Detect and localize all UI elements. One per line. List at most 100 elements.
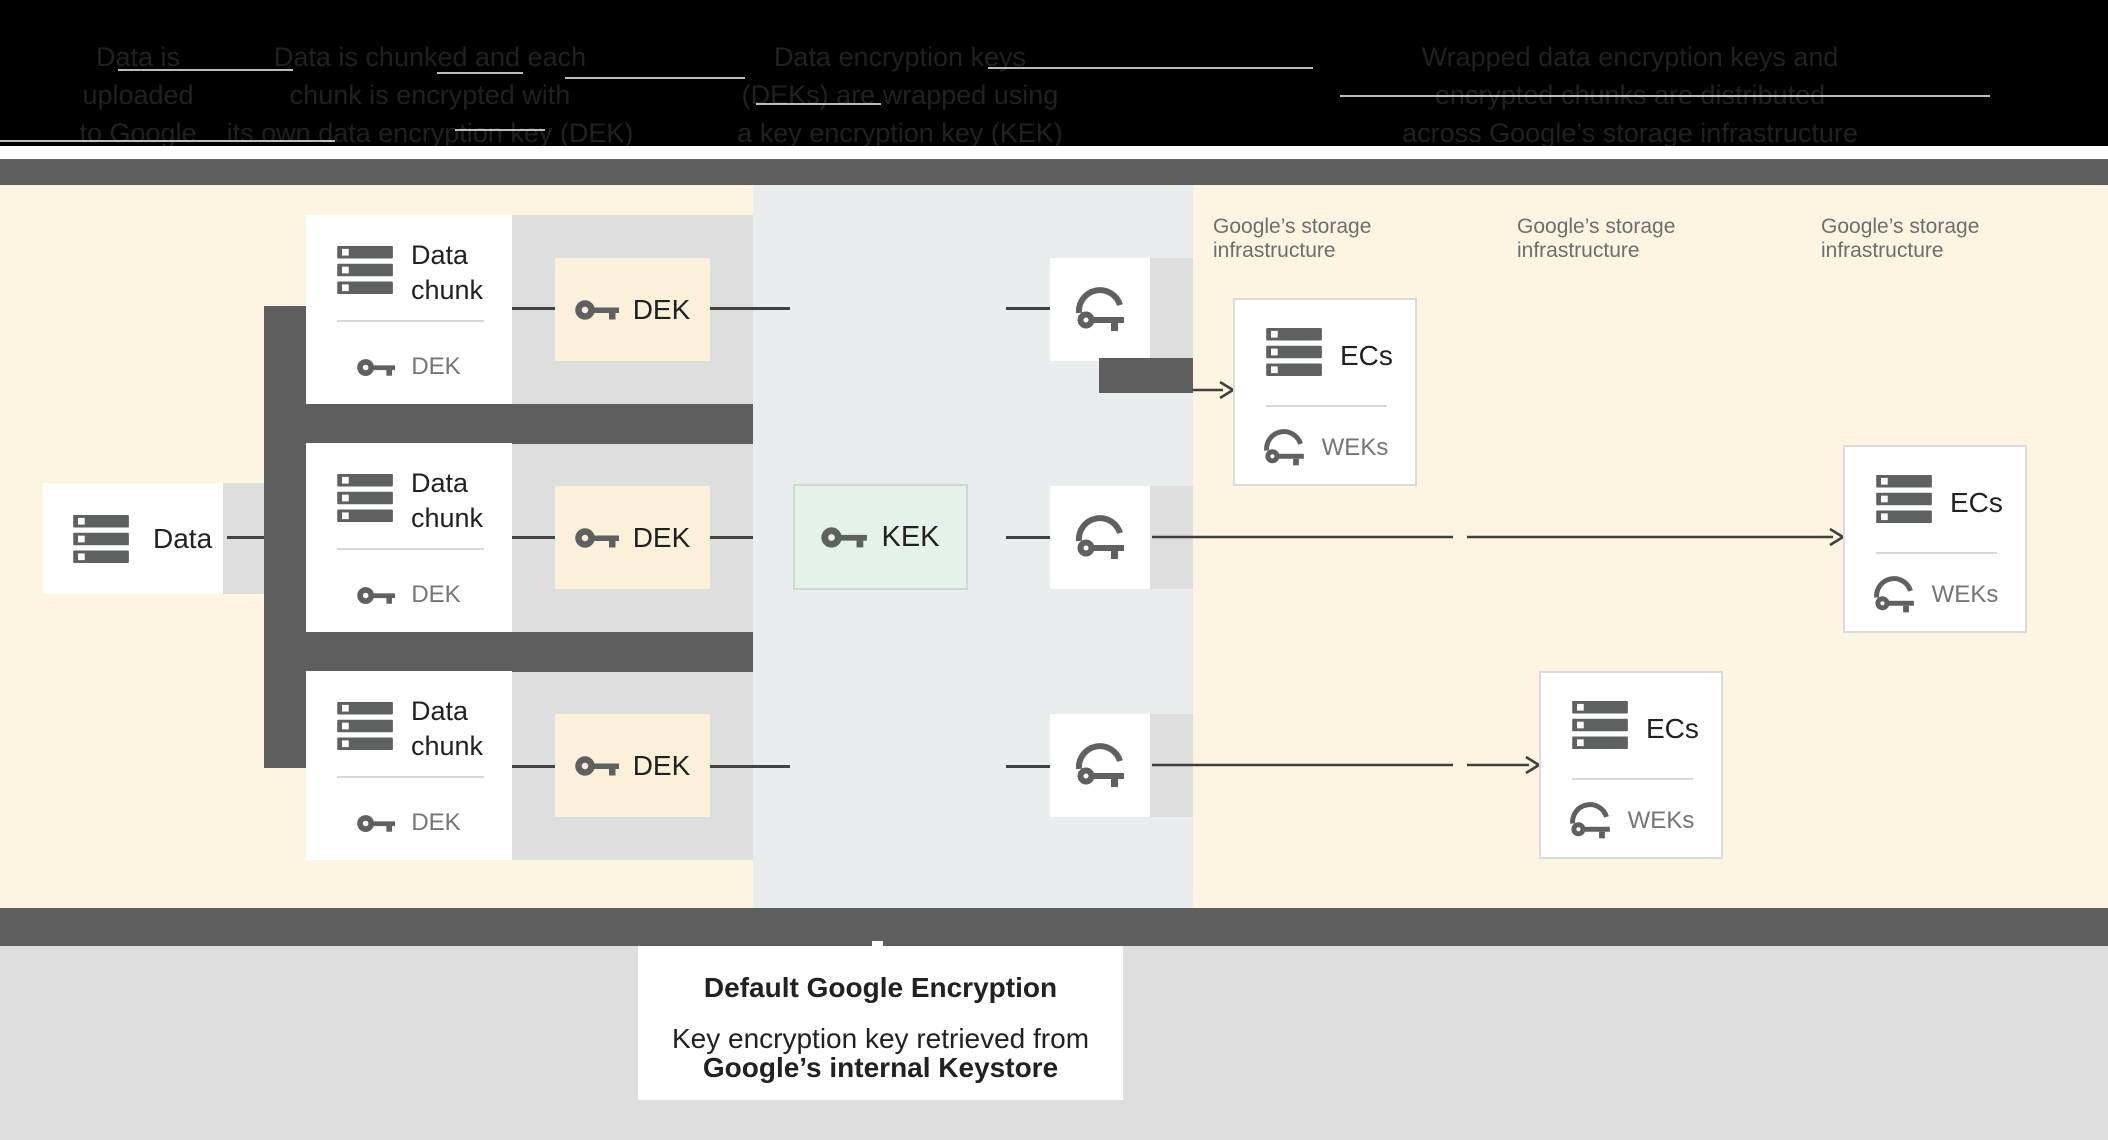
data-connector-line <box>227 536 264 539</box>
ecs-card-2: ECs WEKs <box>1843 445 2027 633</box>
wrapped-dek-card-3 <box>1050 714 1150 817</box>
server-icon <box>1876 475 1934 523</box>
row-line <box>1006 536 1050 539</box>
arrow-to-ecs-2 <box>1152 527 1846 547</box>
card-divider <box>337 320 484 322</box>
card-divider <box>337 548 484 550</box>
process-step-line: chunk is encrypted with <box>289 80 571 110</box>
server-icon <box>337 702 395 750</box>
white-strip <box>0 146 2108 159</box>
ecs-title: ECs <box>1950 487 2003 518</box>
row-line <box>710 536 753 539</box>
process-step-line: to Google <box>79 118 197 148</box>
process-step-line: Wrapped data encryption keys and <box>1421 42 1839 72</box>
row-line <box>1006 765 1050 768</box>
wrapped-dek-extension <box>1150 258 1193 361</box>
key-icon <box>575 298 619 322</box>
wrapped-key-icon <box>1074 515 1126 561</box>
dek-label: DEK <box>632 749 691 781</box>
server-icon <box>337 246 395 294</box>
key-icon <box>821 525 867 550</box>
weks-label: WEKs <box>1321 434 1389 461</box>
ecs-card-1: ECs WEKs <box>1233 298 1417 486</box>
row-line <box>512 765 555 768</box>
caption-body-line-1: Key encryption key retrieved from <box>671 1023 1090 1054</box>
server-icon <box>337 474 395 522</box>
row-line <box>710 307 790 310</box>
dek-ref-label: DEK <box>411 581 461 608</box>
weks-label: WEKs <box>1627 807 1695 834</box>
process-step-line: Data is <box>95 42 181 72</box>
wrapped-dek-card-2 <box>1050 486 1150 589</box>
header-artifact-line <box>988 67 1313 69</box>
wrapped-key-icon <box>1074 287 1126 333</box>
ecs-title: ECs <box>1646 713 1699 744</box>
separator-bar-top <box>0 159 2108 185</box>
kek-label: KEK <box>881 520 940 553</box>
arrow-to-ecs-3 <box>1152 755 1542 775</box>
key-icon <box>575 526 619 550</box>
row-line <box>512 307 555 310</box>
process-step-line: uploaded <box>82 80 194 110</box>
wrapped-key-icon <box>1262 429 1306 467</box>
dek-ref-label: DEK <box>411 353 461 380</box>
process-step-3: Data encryption keys (DEKs) are wrapped … <box>660 38 1140 152</box>
dek-label: DEK <box>632 293 691 325</box>
ecs-card-3: ECs WEKs <box>1539 671 1723 859</box>
header-artifact-line <box>0 140 335 142</box>
wrapped-dek-connector <box>1099 358 1193 393</box>
process-step-1: Data is uploaded to Google <box>0 38 348 152</box>
header-artifact-line <box>1340 95 1990 97</box>
bar-notch <box>872 941 883 946</box>
header-artifact-line <box>756 103 881 105</box>
header-artifact-line <box>455 129 545 131</box>
card-divider <box>1572 778 1693 780</box>
dek-box-1: DEK <box>555 258 710 361</box>
process-step-2: Data is chunked and each chunk is encryp… <box>200 38 660 152</box>
server-icon <box>1266 328 1324 376</box>
chunk-connector-band <box>264 404 753 444</box>
chunk-connector-band <box>264 632 753 672</box>
dek-ref-label: DEK <box>411 809 461 836</box>
row-line <box>1006 307 1050 310</box>
data-label: Data <box>153 522 213 554</box>
card-divider <box>337 776 484 778</box>
wrapped-key-icon <box>1872 576 1916 614</box>
process-step-line: across Google’s storage infrastructure <box>1402 118 1858 148</box>
separator-bar-bottom <box>0 908 2108 946</box>
process-step-line: Data is chunked and each <box>273 42 587 72</box>
caption-body: Key encryption key retrieved from Google… <box>638 1024 1123 1082</box>
chunk-connector-bar <box>264 306 306 768</box>
process-header: Data is uploaded to Google Data is chunk… <box>0 0 2108 148</box>
caption-body-line-2: Google’s internal Keystore <box>702 1052 1059 1083</box>
dek-box-2: DEK <box>555 486 710 589</box>
row-line <box>512 536 555 539</box>
dek-box-3: DEK <box>555 714 710 817</box>
process-step-line: a key encryption key (KEK) <box>737 118 1063 148</box>
key-icon <box>575 754 619 778</box>
header-artifact-line <box>437 72 523 74</box>
ecs-title: ECs <box>1340 340 1393 371</box>
key-icon <box>357 585 395 606</box>
dek-label: DEK <box>632 521 691 553</box>
process-step-line: (DEKs) are wrapped using <box>741 80 1059 110</box>
data-box: Data <box>43 483 223 594</box>
caption-title: Default Google Encryption <box>703 972 1058 1003</box>
key-icon <box>357 813 395 834</box>
process-step-line: its own data encryption key (DEK) <box>226 118 634 148</box>
header-artifact-line <box>118 69 293 71</box>
wrapped-key-icon <box>1568 802 1612 840</box>
key-icon <box>357 357 395 378</box>
kek-box: KEK <box>793 484 968 590</box>
caption-box: Default Google Encryption Key encryption… <box>638 946 1123 1100</box>
server-icon <box>73 515 131 563</box>
card-divider <box>1876 552 1997 554</box>
